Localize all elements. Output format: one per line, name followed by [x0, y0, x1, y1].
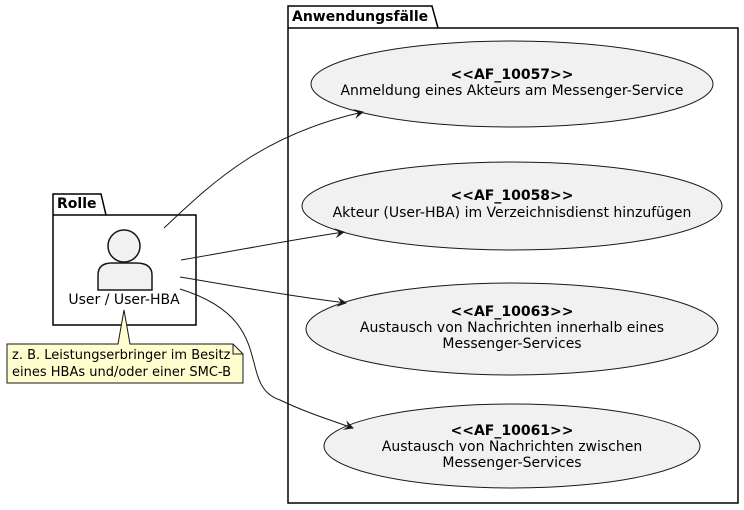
user-icon	[97, 229, 153, 291]
usecase-id: <<AF_10063>>	[450, 304, 573, 320]
usecase-label: Akteur (User-HBA) im Verzeichnisdienst h…	[333, 205, 692, 221]
association-af-10057	[163, 109, 364, 229]
usecase-label-line-2: Messenger-Services	[442, 455, 581, 471]
association-af-10058	[180, 228, 345, 261]
actor-user[interactable]: User / User-HBA	[68, 229, 180, 308]
package-title-anwendungsfaelle: Anwendungsfälle	[292, 9, 428, 25]
usecase-id: <<AF_10061>>	[450, 423, 573, 439]
usecase-id: <<AF_10058>>	[450, 188, 573, 204]
usecase-id: <<AF_10057>>	[450, 67, 573, 83]
usecase-label-line-1: Austausch von Nachrichten zwischen	[382, 439, 642, 455]
usecase-label-line-2: Messenger-Services	[442, 336, 581, 352]
associations	[163, 109, 364, 430]
package-rolle: Rolle	[52, 193, 197, 326]
usecase-label-line-1: Austausch von Nachrichten innerhalb eine…	[360, 320, 664, 336]
association-af-10061	[179, 288, 354, 430]
note: z. B. Leistungserbringer im Besitz eines…	[6, 309, 244, 384]
package-anwendungsfaelle: Anwendungsfälle	[287, 5, 739, 504]
usecase-af-10058[interactable]: <<AF_10058>> Akteur (User-HBA) im Verzei…	[301, 161, 723, 251]
association-af-10063	[179, 276, 347, 307]
usecase-af-10061[interactable]: <<AF_10061>> Austausch von Nachrichten z…	[323, 403, 701, 489]
package-title-rolle: Rolle	[57, 196, 97, 212]
usecase-label: Anmeldung eines Akteurs am Messenger-Ser…	[340, 83, 683, 99]
usecase-af-10063[interactable]: <<AF_10063>> Austausch von Nachrichten i…	[305, 282, 719, 376]
note-line-1: z. B. Leistungserbringer im Besitz	[12, 348, 231, 363]
usecase-af-10057[interactable]: <<AF_10057>> Anmeldung eines Akteurs am …	[310, 40, 714, 128]
actor-label: User / User-HBA	[68, 292, 180, 308]
note-line-2: eines HBAs und/oder einer SMC-B	[12, 365, 231, 380]
